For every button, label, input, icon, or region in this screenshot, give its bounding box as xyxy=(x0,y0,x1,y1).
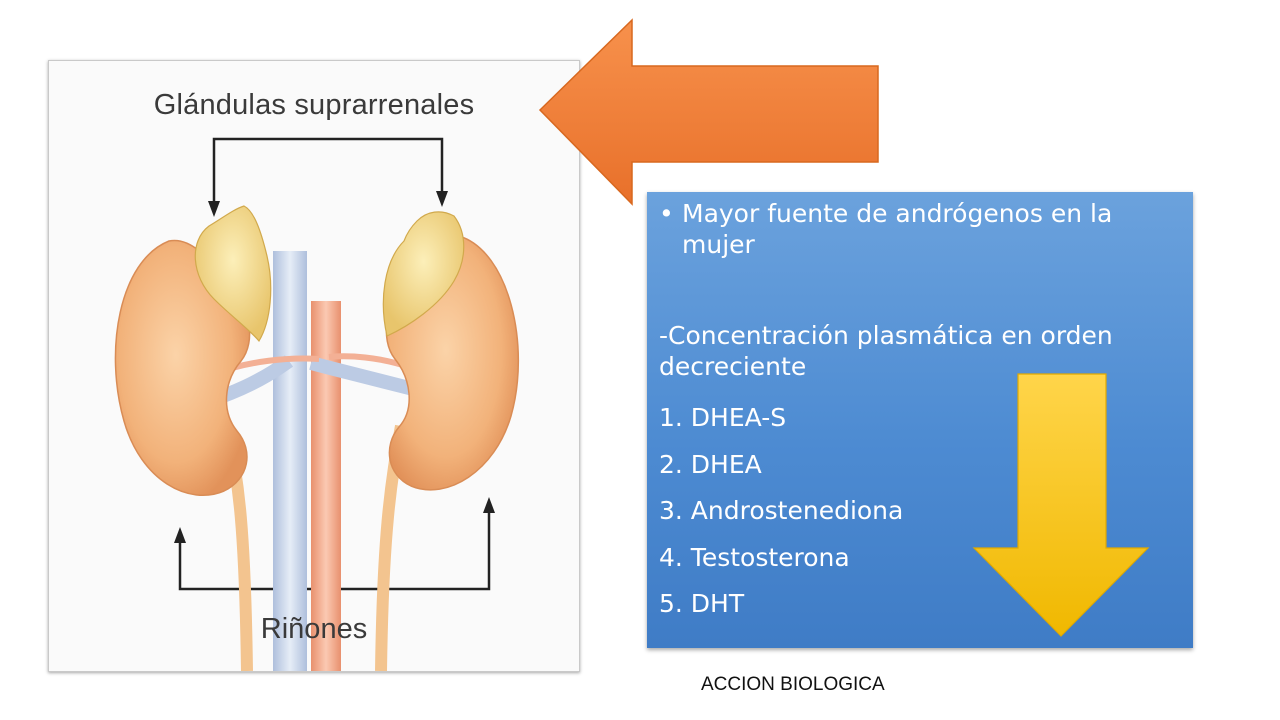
top-bracket-arrow xyxy=(212,137,444,203)
list-item: 2. DHEA xyxy=(659,449,762,479)
orange-left-arrow xyxy=(538,18,879,206)
arrowhead-left-bottom xyxy=(174,527,186,543)
list-item: 3. Androstenediona xyxy=(659,496,904,525)
androgen-list: 1. DHEA-S 2. DHEA 3. Androstenediona 4. … xyxy=(659,402,903,635)
list-item: 1. DHEA-S xyxy=(659,403,787,432)
bullet-text: Mayor fuente de andrógenos en la mujer xyxy=(682,199,1113,259)
arrowhead-right-top xyxy=(436,191,448,207)
arrowhead-left-top xyxy=(208,201,220,217)
kidney-adrenal-drawing xyxy=(114,137,520,671)
kidneys-label: Riñones xyxy=(260,613,368,645)
slide-caption: ACCION BIOLOGICA xyxy=(701,674,885,695)
yellow-down-arrow xyxy=(972,373,1150,637)
bullet-icon: • xyxy=(659,199,674,228)
arrowhead-right-bottom xyxy=(483,497,495,513)
list-item: 4. Testosterona xyxy=(659,542,850,572)
subheading-text: -Concentración plasmática en orden decre… xyxy=(659,321,1113,381)
list-item: 5. DHT xyxy=(659,589,745,618)
kidney-illustration: Glándulas suprarrenales Riñones xyxy=(48,60,580,672)
adrenal-glands-label: Glándulas suprarrenales xyxy=(153,89,475,121)
